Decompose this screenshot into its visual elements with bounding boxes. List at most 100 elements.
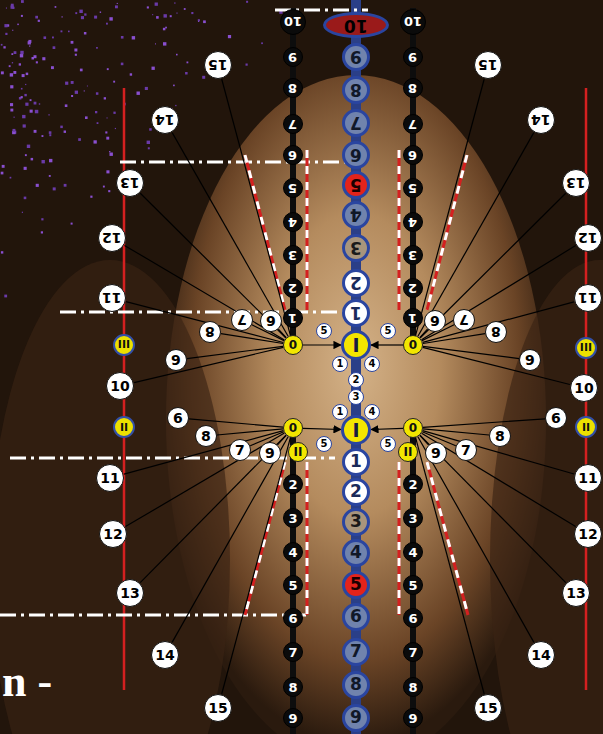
- paint-speckle: [21, 96, 23, 98]
- paint-speckle: [22, 212, 23, 213]
- ray-number-circle: 12: [98, 224, 127, 253]
- number-text: 2: [408, 478, 417, 491]
- paint-speckle: [147, 6, 149, 8]
- ray-number-circle: 14: [151, 106, 180, 135]
- ray-line: [416, 438, 485, 694]
- paint-speckle: [41, 231, 43, 233]
- wedge-dash: [398, 150, 401, 310]
- number-text: 6: [430, 314, 440, 328]
- axis-top-oval: 10: [323, 12, 389, 38]
- paint-speckle: [87, 86, 88, 87]
- number-text: 10: [344, 17, 368, 34]
- paint-speckle: [81, 16, 84, 19]
- number-text: 10: [404, 15, 422, 28]
- dash-dot-line: [60, 311, 362, 314]
- paint-speckle: [75, 54, 77, 56]
- paint-speckle: [23, 124, 26, 127]
- paint-speckle: [51, 66, 54, 69]
- ray-line: [416, 79, 485, 335]
- axis-number-circle: 7: [342, 638, 371, 667]
- column-number-circle: 5: [283, 178, 303, 198]
- number-text: II: [294, 446, 303, 458]
- ray-line: [423, 347, 570, 384]
- number-text: 14: [155, 113, 174, 127]
- number-text: 11: [100, 471, 119, 485]
- paint-speckle: [84, 90, 85, 91]
- paint-speckle: [145, 87, 148, 90]
- dash-dot-line: [120, 161, 362, 164]
- column-number-circle: 2: [403, 474, 423, 494]
- white-wedge-dashes: [245, 150, 468, 615]
- paint-speckle: [94, 16, 97, 19]
- paint-speckle: [228, 35, 231, 38]
- ray-number-circle: 8: [195, 425, 217, 447]
- number-text: 2: [353, 375, 360, 385]
- axis-number-circle: 3: [342, 508, 371, 537]
- number-text: 5: [385, 439, 392, 449]
- ray-number-circle: 8: [489, 425, 511, 447]
- number-text: 8: [288, 681, 297, 694]
- ray-line: [422, 433, 576, 526]
- number-text: 9: [171, 353, 181, 367]
- paint-speckle: [68, 31, 70, 33]
- ray-number-circle: 11: [574, 284, 603, 313]
- paint-speckle: [97, 122, 99, 124]
- paint-speckle: [100, 12, 101, 13]
- paint-speckle: [202, 76, 205, 79]
- number-text: 11: [578, 291, 597, 305]
- paint-speckle: [53, 187, 56, 190]
- ray-number-circle: 7: [229, 439, 251, 461]
- paint-speckle: [85, 116, 88, 119]
- ray-number-circle: 10: [570, 374, 599, 403]
- number-text: 2: [350, 274, 362, 291]
- ray-number-circle: 11: [574, 464, 603, 493]
- paint-speckle: [29, 46, 30, 47]
- ray-number-circle: 6: [545, 407, 567, 429]
- ray-line: [222, 438, 291, 694]
- number-text: 1: [337, 359, 344, 369]
- paint-speckle: [11, 6, 14, 9]
- paint-speckle: [14, 117, 15, 118]
- number-text: 14: [155, 648, 174, 662]
- number-text: III: [118, 339, 130, 350]
- axis-number-circle: 2: [342, 269, 371, 298]
- paint-speckle: [49, 131, 52, 134]
- number-text: 15: [478, 58, 497, 72]
- origin-circle: II: [288, 442, 308, 462]
- paint-speckle: [17, 24, 19, 26]
- number-text: 2: [408, 282, 417, 295]
- number-text: 8: [201, 429, 211, 443]
- ray-number-circle: 11: [98, 284, 127, 313]
- paint-speckle: [12, 30, 13, 31]
- ray-line: [423, 346, 519, 358]
- column-number-circle: 5: [403, 178, 423, 198]
- paint-speckle: [53, 46, 56, 49]
- paint-speckle: [24, 197, 27, 200]
- paint-speckle: [148, 147, 150, 149]
- number-text: 4: [350, 206, 362, 223]
- paint-speckle: [60, 126, 63, 129]
- paint-speckle: [84, 32, 87, 35]
- axis-number-circle: 8: [342, 76, 371, 105]
- number-text: 5: [350, 176, 362, 193]
- paint-speckle: [104, 97, 106, 99]
- paint-speckle: [24, 94, 26, 96]
- number-text: 8: [350, 81, 362, 98]
- paint-speckle: [132, 36, 135, 39]
- paint-speckle: [78, 138, 81, 141]
- number-text: 10: [284, 15, 302, 28]
- number-text: 7: [461, 443, 471, 457]
- paint-speckle: [12, 7, 14, 9]
- paint-speckle: [41, 218, 43, 220]
- ray-line: [303, 428, 341, 429]
- number-text: II: [120, 422, 128, 433]
- ray-number-circle: 15: [204, 51, 233, 80]
- paint-speckle: [80, 69, 83, 72]
- paint-speckle: [6, 8, 7, 9]
- number-text: III: [580, 342, 592, 353]
- ray-line: [172, 133, 288, 337]
- ray-line: [371, 428, 403, 429]
- paint-speckle: [34, 102, 37, 105]
